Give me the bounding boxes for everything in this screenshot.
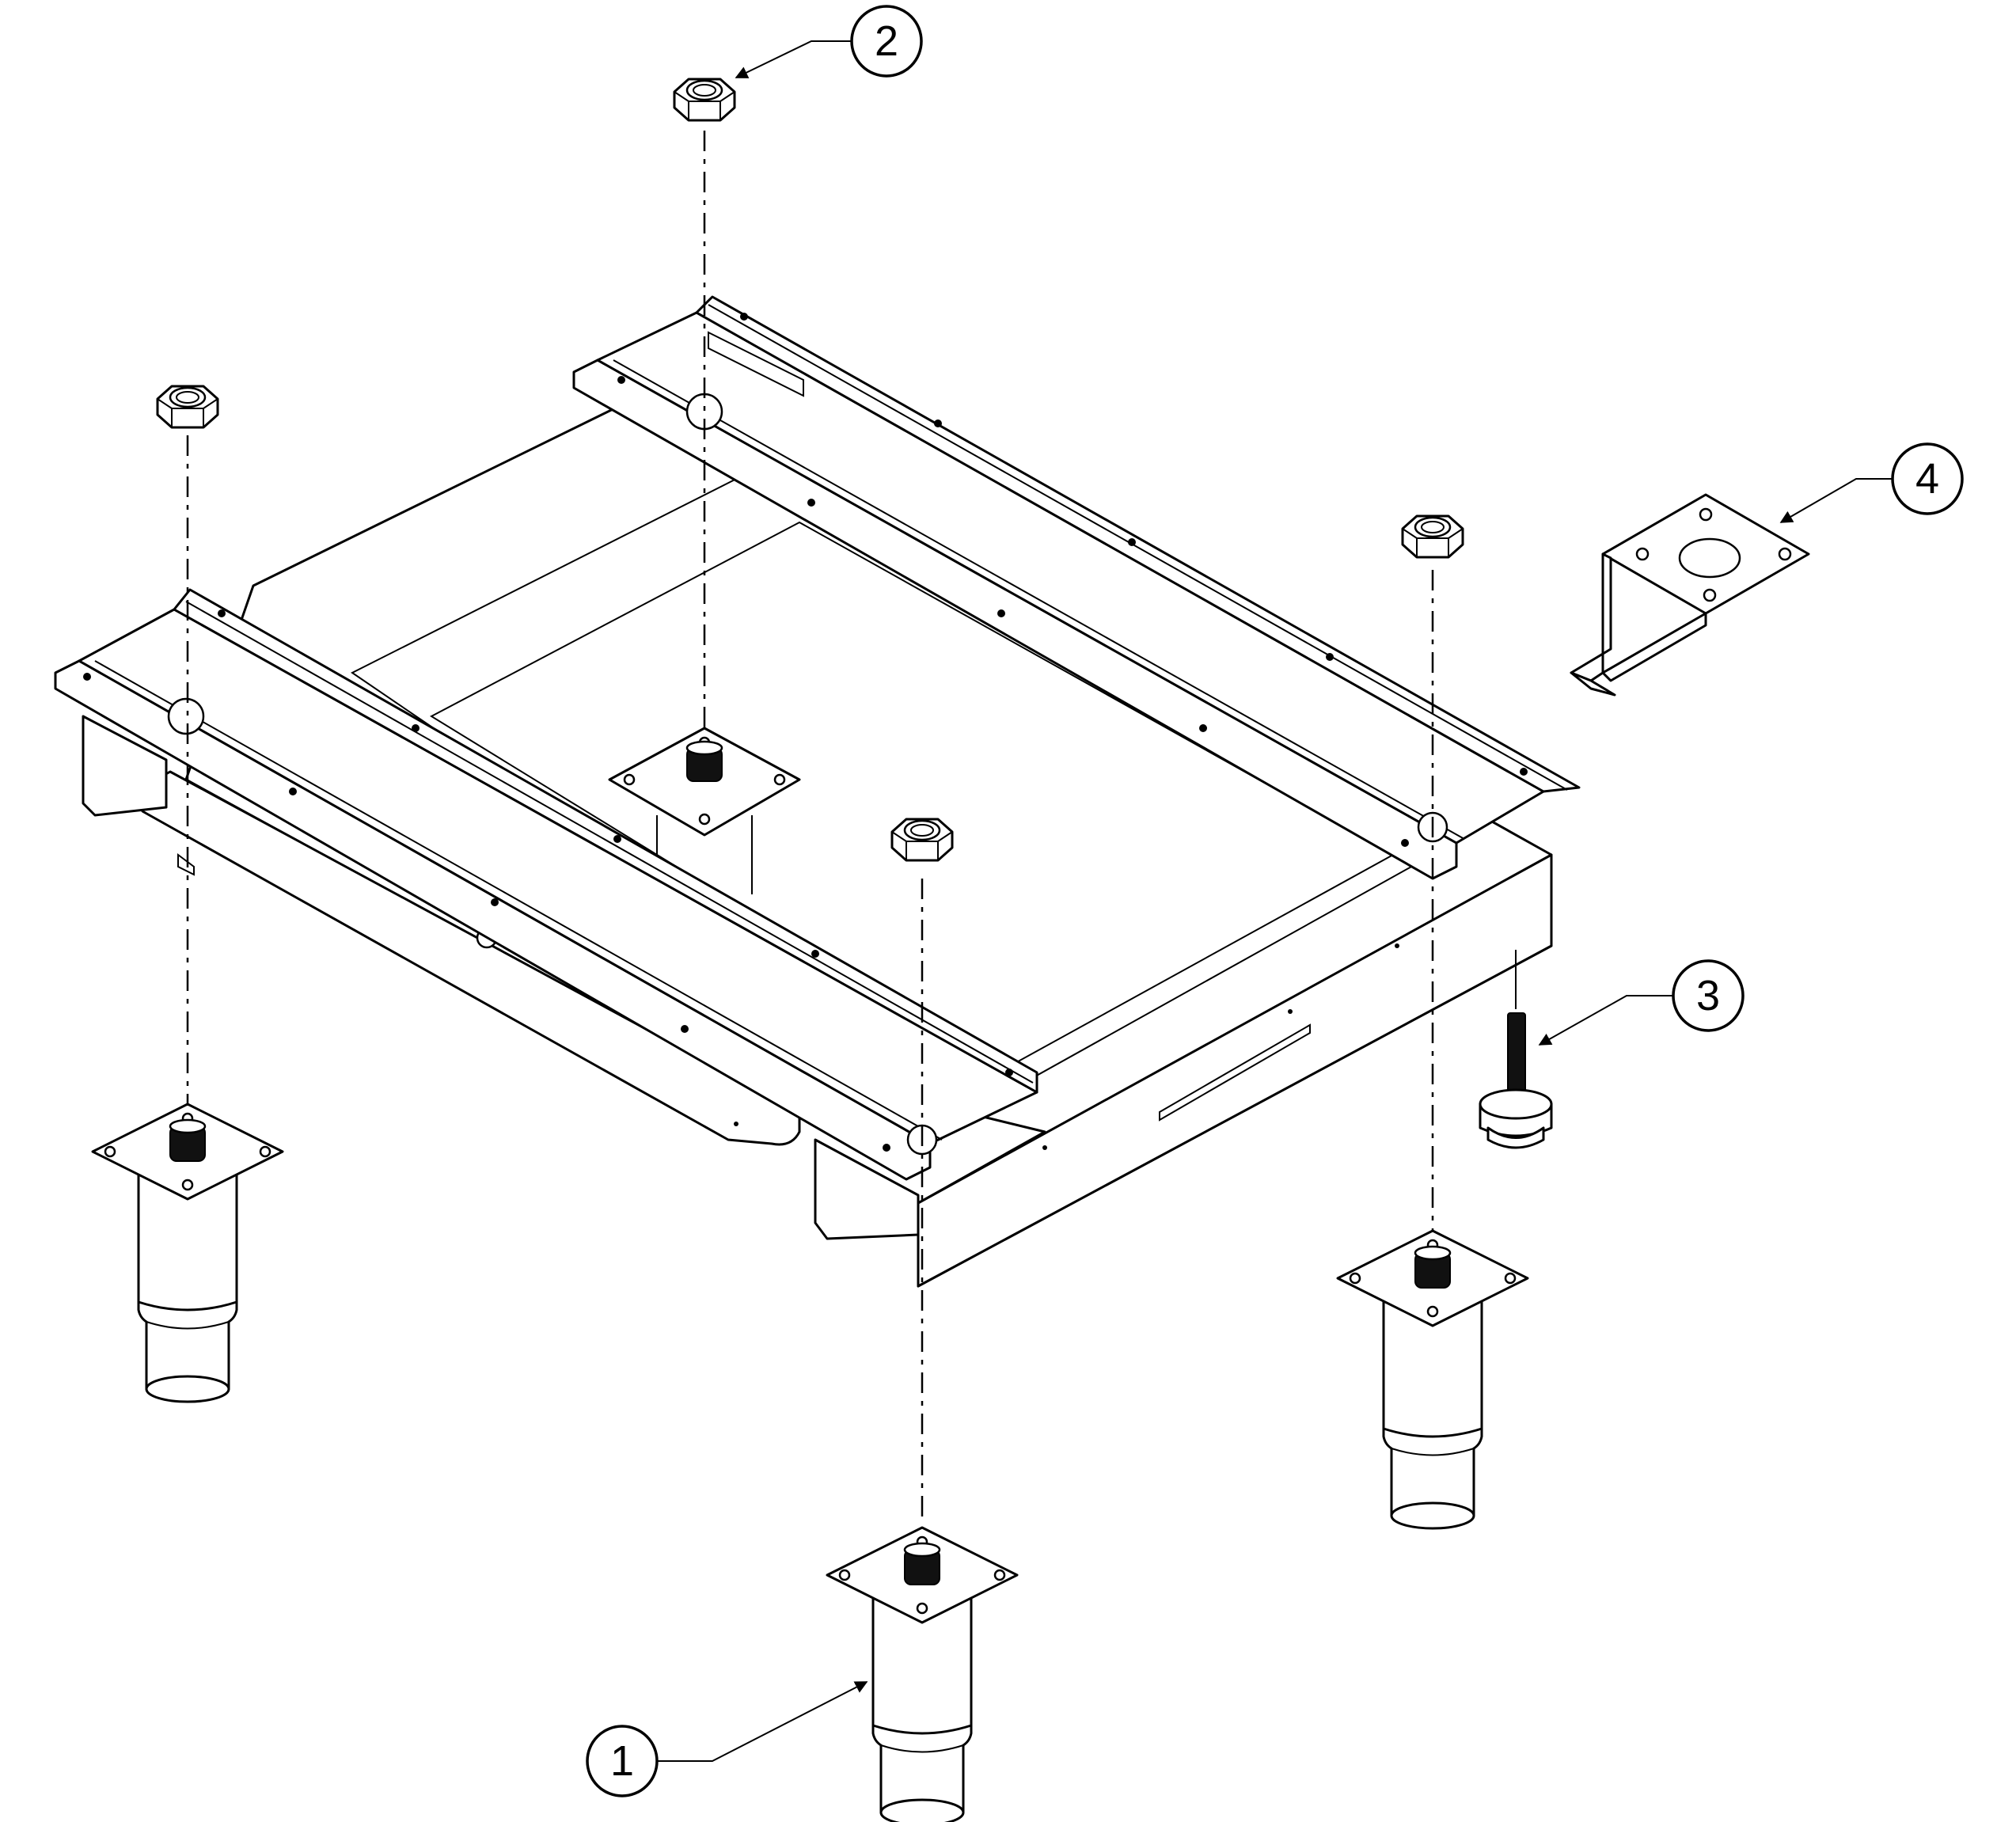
leg-front-center (826, 1526, 1019, 1822)
hex-nut-top (673, 78, 736, 122)
hex-nut-left (156, 385, 219, 429)
alignment-axes (186, 131, 1517, 1524)
right-rail (572, 295, 1581, 880)
callout-3-label: 3 (1696, 972, 1720, 1019)
leveling-foot (1479, 1012, 1553, 1149)
leg-front-right (1336, 1229, 1529, 1530)
callout-3: 3 (1672, 959, 1745, 1032)
hex-nut-right (1401, 514, 1464, 559)
hex-nut-center (890, 818, 954, 862)
callout-1-label: 1 (610, 1737, 634, 1785)
callout-4: 4 (1891, 442, 1964, 515)
callout-leaders (657, 40, 1892, 1762)
mounting-bracket (1570, 493, 1810, 697)
base-frame (82, 370, 1553, 1288)
leg-back-center (608, 727, 801, 894)
callout-4-label: 4 (1915, 455, 1939, 503)
callout-2: 2 (850, 5, 923, 78)
left-rail (54, 588, 1038, 1181)
callout-1: 1 (586, 1725, 659, 1797)
leg-front-left (91, 1103, 284, 1403)
callout-2-label: 2 (875, 17, 898, 65)
